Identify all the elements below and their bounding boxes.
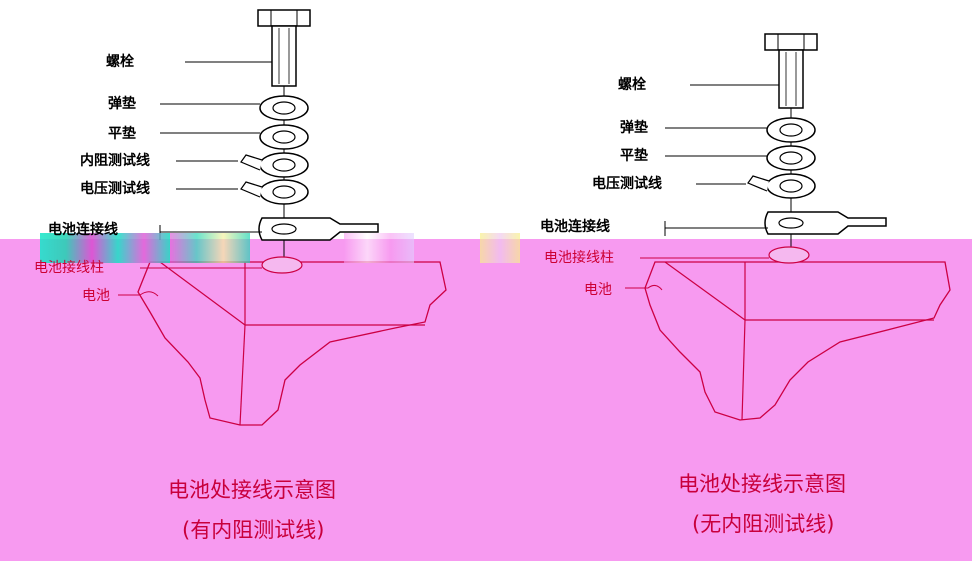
right-bolt-shaft	[778, 49, 804, 109]
left-battery-edge	[239, 324, 246, 426]
artifact-noise	[344, 233, 414, 263]
right-battery-outline	[644, 261, 951, 421]
battery-region	[0, 239, 972, 561]
left-battery-outline	[137, 261, 447, 426]
left-label-connector: 电池连接线	[48, 222, 118, 238]
left-caption-subtitle: (有内阻测试线)	[182, 518, 325, 542]
left-resistance-lug	[259, 152, 309, 178]
left-label-voltage-wire: 电压测试线	[80, 181, 150, 197]
artifact-noise	[170, 233, 250, 263]
right-flat-washer	[766, 145, 816, 171]
right-terminal-post	[768, 246, 810, 264]
left-voltage-lug	[259, 179, 309, 205]
left-flat-washer	[259, 124, 309, 150]
left-caption-title: 电池处接线示意图	[168, 478, 336, 502]
right-caption-title: 电池处接线示意图	[678, 472, 846, 496]
right-label-terminal: 电池接线柱	[544, 250, 614, 266]
left-label-battery: 电池	[82, 288, 110, 304]
right-label-connector: 电池连接线	[540, 219, 610, 235]
artifact-noise	[40, 233, 170, 263]
left-battery-edge	[159, 261, 246, 326]
left-label-bolt: 螺栓	[106, 54, 134, 70]
right-bolt-head	[764, 33, 818, 51]
right-voltage-lug	[766, 173, 816, 199]
left-bolt-head	[257, 9, 311, 27]
right-label-flat-washer: 平垫	[620, 148, 648, 164]
artifact-noise	[480, 233, 520, 263]
right-label-spring-washer: 弹垫	[620, 120, 648, 136]
left-label-flat-washer: 平垫	[108, 126, 136, 142]
right-caption-subtitle: (无内阻测试线)	[692, 512, 835, 536]
left-label-resistance-wire: 内阻测试线	[80, 153, 150, 169]
left-terminal-post	[261, 256, 303, 274]
right-label-battery: 电池	[584, 282, 612, 298]
left-label-spring-washer: 弹垫	[108, 96, 136, 112]
left-connector	[258, 217, 379, 241]
left-bolt-shaft	[271, 25, 297, 87]
left-label-terminal: 电池接线柱	[34, 260, 104, 276]
right-connector	[764, 211, 887, 235]
right-spring-washer	[766, 117, 816, 143]
left-spring-washer	[259, 95, 309, 121]
right-label-voltage-wire: 电压测试线	[592, 176, 662, 192]
right-diagram	[625, 33, 951, 421]
left-diagram	[118, 9, 447, 426]
right-label-bolt: 螺栓	[618, 77, 646, 93]
